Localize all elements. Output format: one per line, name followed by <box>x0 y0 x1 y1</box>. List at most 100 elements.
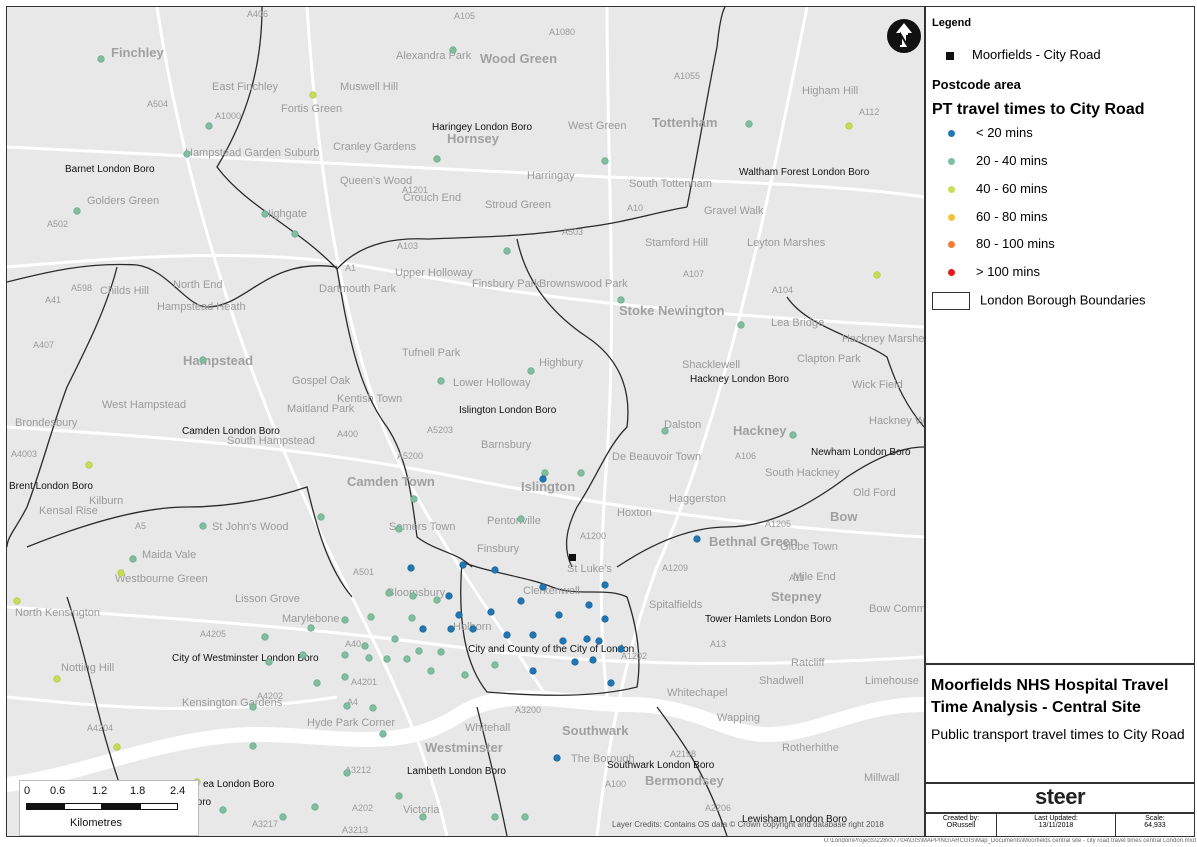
place-label: Victoria <box>403 804 440 816</box>
place-label: Upper Holloway <box>395 267 473 279</box>
place-label: Kensington Gardens <box>182 697 283 709</box>
legend-class-label: 60 - 80 mins <box>976 209 1048 224</box>
legend-pt-heading: PT travel times to City Road <box>932 101 1145 118</box>
postcode-point <box>745 120 753 128</box>
place-label: Maida Vale <box>142 549 197 561</box>
legend-class-label: 40 - 60 mins <box>976 181 1048 196</box>
place-label: Stepney <box>771 589 822 604</box>
place-label: Whitehall <box>465 722 511 734</box>
road-label: A2198 <box>670 749 697 759</box>
postcode-point <box>391 635 399 643</box>
postcode-point <box>433 155 441 163</box>
place-label: Ratcliff <box>791 657 825 669</box>
postcode-point <box>789 431 797 439</box>
place-label: Globe Town <box>780 541 838 553</box>
postcode-point <box>307 624 315 632</box>
dot-icon <box>948 186 955 194</box>
postcode-point <box>459 561 467 569</box>
legend-class-row: 20 - 40 mins <box>948 153 1048 168</box>
postcode-point <box>661 427 669 435</box>
postcode-point <box>385 589 393 597</box>
postcode-point <box>395 525 403 533</box>
place-label: De Beauvoir Town <box>612 451 702 463</box>
postcode-point <box>291 230 299 238</box>
road-label: A407 <box>33 340 55 350</box>
road <box>599 7 613 698</box>
place-label: Dalston <box>664 419 702 431</box>
place-label: Finsbury Park <box>472 278 540 290</box>
place-label: Limehouse <box>865 675 919 687</box>
map-frame[interactable]: Barnet London Boro Haringey London Boro … <box>6 6 925 837</box>
postcode-point <box>113 743 121 751</box>
place-label: St John's Wood <box>212 521 289 533</box>
postcode-point <box>559 637 567 645</box>
place-label: Marylebone <box>282 613 340 625</box>
place-label: Hampstead <box>183 353 254 368</box>
road-label: A11 <box>789 573 805 583</box>
postcode-point <box>183 150 191 158</box>
postcode-point <box>517 597 525 605</box>
road-label: A1055 <box>674 71 701 81</box>
postcode-point <box>419 625 427 633</box>
borough-label-kensington-partial: ea London Boro <box>203 779 275 790</box>
road-label: A1 <box>345 263 357 273</box>
place-label: South Hackney <box>765 467 840 479</box>
postcode-point <box>129 555 137 563</box>
place-label: The Borough <box>571 753 635 765</box>
postcode-point <box>395 792 403 800</box>
scale-segment <box>26 803 64 810</box>
postcode-point <box>407 564 415 572</box>
road-label: A503 <box>562 227 584 237</box>
postcode-point <box>585 601 593 609</box>
place-label: North Kensington <box>15 607 100 619</box>
boundary-hackney-th <box>616 446 924 568</box>
legend-site-row: Moorfields - City Road <box>946 47 1101 62</box>
place-label: Dartmouth Park <box>319 283 397 295</box>
moorfields-site-marker <box>569 554 576 561</box>
last-updated-label: Last Updated: <box>1034 815 1078 822</box>
postcode-point <box>53 675 61 683</box>
postcode-point <box>553 754 561 762</box>
postcode-point <box>205 122 213 130</box>
place-label: Leyton Marshes <box>747 237 826 249</box>
place-label: Kilburn <box>89 495 124 507</box>
postcode-point <box>367 613 375 621</box>
north-arrow-icon <box>887 19 921 53</box>
place-label: Wapping <box>717 712 761 724</box>
postcode-point <box>299 651 307 659</box>
legend-boundary-label: London Borough Boundaries <box>980 292 1146 308</box>
place-label: Wick Field <box>852 379 903 391</box>
borough-label-tower-hamlets: Tower Hamlets London Boro <box>705 614 832 625</box>
place-label: Highgate <box>263 208 308 220</box>
place-label: Gospel Oak <box>292 375 351 387</box>
road <box>7 253 924 329</box>
road <box>7 145 924 199</box>
postcode-point <box>617 645 625 653</box>
postcode-point <box>97 55 105 63</box>
map-title: Moorfields NHS Hospital Travel Time Anal… <box>931 677 1169 716</box>
legend-class-row: 80 - 100 mins <box>948 236 1055 251</box>
postcode-point <box>317 513 325 521</box>
legend-area-heading: Postcode area <box>932 77 1021 92</box>
road-label: A105 <box>454 11 476 21</box>
place-label: Rotherhithe <box>782 742 839 754</box>
place-label: Hackney <box>733 423 787 438</box>
thames-river <box>7 690 924 792</box>
postcode-point <box>447 625 455 633</box>
postcode-point <box>261 633 269 641</box>
place-label: Pentonville <box>487 515 541 527</box>
scale-label: Scale: <box>1145 815 1165 822</box>
steer-logo: steer <box>1034 784 1086 809</box>
road-network <box>7 7 924 836</box>
road-label: A104 <box>772 285 794 295</box>
place-label: Mile End <box>793 571 836 583</box>
scale-tick: 2.4 <box>170 785 186 797</box>
place-label: Muswell Hill <box>340 81 399 93</box>
legend-class-label: 20 - 40 mins <box>976 153 1048 168</box>
postcode-point <box>589 656 597 664</box>
postcode-point <box>595 637 603 645</box>
boundary-haringey-south <box>336 206 688 270</box>
road-label: A5203 <box>427 425 454 435</box>
place-label: Southwark <box>562 723 629 738</box>
scale-tick: 1.2 <box>92 785 108 797</box>
